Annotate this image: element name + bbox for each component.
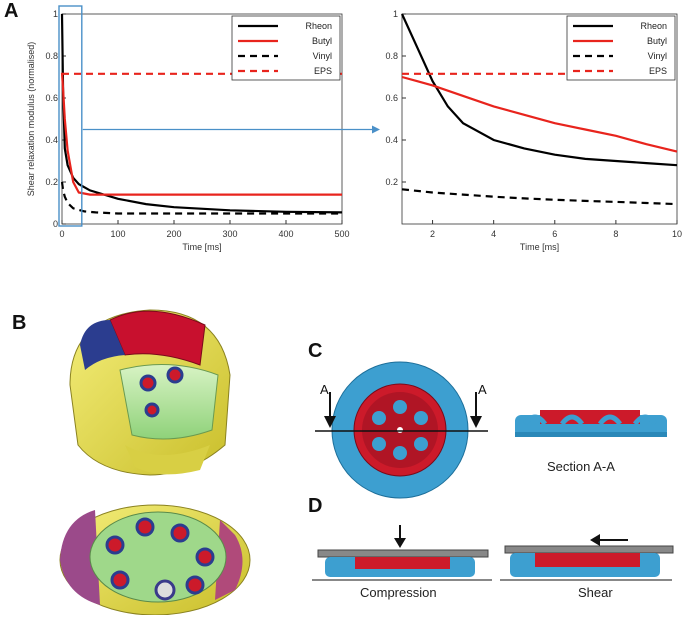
x-tick-label: 6	[552, 229, 557, 239]
y-tick-label: 0.8	[45, 51, 58, 61]
helmet-side-view	[69, 309, 231, 476]
helmet-illustrations	[59, 309, 251, 615]
x-tick-label: 10	[672, 229, 682, 239]
pad-section-views: A A	[315, 361, 667, 499]
pad-top-view: A A	[315, 361, 488, 499]
legend-label: Vinyl	[648, 51, 667, 61]
legend-label: Vinyl	[313, 51, 332, 61]
series-line-rheon	[60, 13, 343, 214]
y-tick-label: 0.6	[385, 93, 398, 103]
x-tick-label: 500	[334, 229, 349, 239]
pad-section-view	[515, 410, 667, 437]
legend-label: EPS	[649, 66, 667, 76]
section-label-left: A	[320, 382, 329, 397]
series-line-vinyl	[401, 188, 678, 206]
y-tick-label: 0.4	[45, 135, 58, 145]
compression-view	[312, 525, 492, 581]
zoom-region-box	[58, 5, 83, 227]
x-axis-label: Time [ms]	[182, 242, 221, 252]
helmet-bottom-view	[59, 504, 251, 615]
x-tick-label: 200	[166, 229, 181, 239]
legend-label: Butyl	[312, 36, 332, 46]
y-tick-label: 1	[53, 9, 58, 19]
legend-label: Rheon	[640, 21, 667, 31]
series-line-rheon	[400, 13, 678, 167]
y-tick-label: 0.2	[385, 177, 398, 187]
section-label-right: A	[478, 382, 487, 397]
series-line-butyl	[401, 75, 678, 153]
shear-caption: Shear	[578, 585, 613, 600]
legend-label: Butyl	[647, 36, 667, 46]
panel-label-a: A	[4, 0, 19, 22]
y-tick-label: 0.2	[45, 177, 58, 187]
x-tick-label: 8	[613, 229, 618, 239]
x-tick-label: 4	[491, 229, 496, 239]
y-tick-label: 0.4	[385, 135, 398, 145]
y-tick-label: 0	[53, 219, 58, 229]
x-tick-label: 2	[430, 229, 435, 239]
legend-label: EPS	[314, 66, 332, 76]
section-caption: Section A-A	[547, 459, 615, 474]
zoom-arrow-icon	[372, 125, 380, 134]
loading-modes	[312, 525, 674, 581]
y-tick-label: 1	[393, 9, 398, 19]
panel-label-c: C	[308, 340, 323, 362]
shear-view	[500, 534, 674, 581]
x-tick-label: 400	[278, 229, 293, 239]
zoom-annotation	[58, 5, 380, 227]
y-axis-label: Shear relaxation modulus (normalised)	[26, 42, 36, 197]
x-tick-label: 300	[222, 229, 237, 239]
compression-caption: Compression	[360, 585, 437, 600]
y-tick-label: 0.8	[385, 51, 398, 61]
x-tick-label: 0	[59, 229, 64, 239]
series-line-vinyl	[60, 181, 342, 215]
x-tick-label: 100	[110, 229, 125, 239]
x-axis-label: Time [ms]	[520, 242, 559, 252]
legend-label: Rheon	[305, 21, 332, 31]
panel-label-b: B	[12, 312, 27, 334]
panel-label-d: D	[308, 495, 323, 517]
series-line-butyl	[60, 72, 342, 196]
y-tick-label: 0.6	[45, 93, 58, 103]
